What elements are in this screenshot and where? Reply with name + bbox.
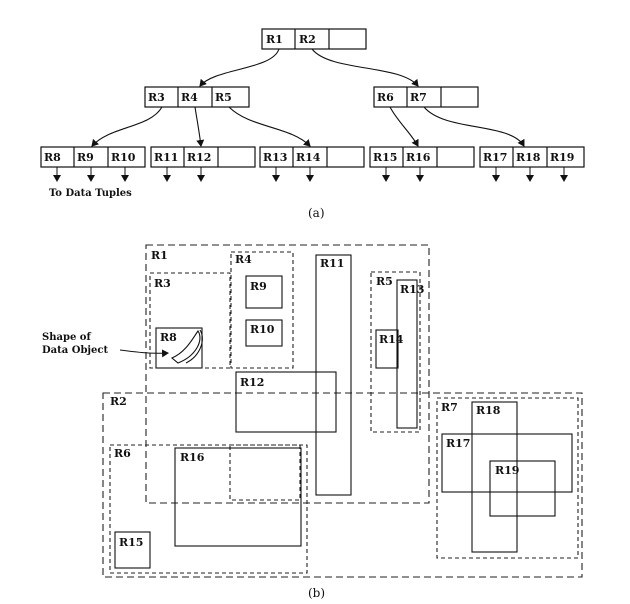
region-r18 — [471, 401, 518, 553]
region-r5 — [370, 271, 421, 433]
tree-entry-r4: R4 — [181, 91, 198, 104]
tree-entry-r6: R6 — [377, 91, 394, 104]
caption-a: (a) — [308, 206, 325, 220]
tree-leaf-node-1: R8 R9 R10 — [40, 146, 146, 168]
region-r16 — [174, 447, 302, 547]
tree-entry-r18: R18 — [516, 151, 541, 164]
region-rects — [102, 244, 583, 578]
tree-entry-r16: R16 — [406, 151, 431, 164]
label-r17: R17 — [446, 437, 470, 450]
region-r9 — [245, 275, 283, 309]
label-r14: R14 — [379, 333, 404, 346]
shape-note-line1: Shape of — [42, 332, 91, 343]
region-r12 — [235, 371, 337, 433]
label-r8: R8 — [160, 331, 177, 344]
region-r11 — [315, 254, 352, 496]
tree-entry-r2: R2 — [299, 33, 316, 46]
region-r17 — [441, 433, 573, 493]
label-r7: R7 — [441, 401, 458, 414]
tree-root-node: R1 R2 — [261, 28, 367, 50]
tree-leaf-node-3: R13 R14 — [259, 146, 365, 168]
label-r9: R9 — [250, 280, 267, 293]
region-r2 — [102, 392, 583, 578]
tree-entry-r3: R3 — [148, 91, 165, 104]
tree-entry-r5: R5 — [215, 91, 232, 104]
tree-entry-r1: R1 — [266, 33, 283, 46]
label-r11: R11 — [320, 257, 344, 270]
tree-entry-r10: R10 — [111, 151, 136, 164]
data-tuple-arrows — [53, 167, 568, 182]
tree-entry-r9: R9 — [77, 151, 94, 164]
data-object-shape — [170, 330, 201, 364]
tree-entry-r7: R7 — [410, 91, 427, 104]
region-r15 — [114, 531, 151, 569]
tree-entry-r14: R14 — [296, 151, 321, 164]
region-r13 — [396, 279, 418, 429]
tree-entry-r15: R15 — [373, 151, 397, 164]
region-r8 — [155, 327, 203, 369]
label-r2: R2 — [110, 395, 127, 408]
tree-entry-r17: R17 — [483, 151, 507, 164]
region-r4 — [230, 251, 294, 369]
tree-node-left: R3 R4 R5 — [144, 86, 250, 108]
label-r6: R6 — [114, 447, 131, 460]
label-r4: R4 — [235, 253, 252, 266]
tree-pointers — [91, 48, 525, 147]
data-tuples-note: To Data Tuples — [49, 188, 132, 199]
region-r3 — [149, 272, 231, 369]
label-r16: R16 — [180, 451, 205, 464]
label-r13: R13 — [400, 283, 424, 296]
label-r10: R10 — [250, 323, 275, 336]
shape-note-line2: Data Object — [42, 345, 109, 356]
label-r12: R12 — [240, 376, 264, 389]
label-r5: R5 — [376, 275, 393, 288]
tree-entry-r11: R11 — [154, 151, 178, 164]
tree-entry-r19: R19 — [550, 151, 574, 164]
caption-b: (b) — [308, 586, 325, 600]
tree-entry-r12: R12 — [187, 151, 211, 164]
region-r10 — [245, 319, 283, 347]
tree-node-right: R6 R7 — [373, 86, 479, 108]
tree-entry-r13: R13 — [263, 151, 287, 164]
shape-note-arrow — [119, 349, 169, 358]
data-object-outline — [185, 329, 203, 364]
label-r15: R15 — [119, 536, 143, 549]
tree-leaf-node-5: R17 R18 R19 — [479, 146, 585, 168]
region-r1 — [145, 244, 430, 504]
label-r18: R18 — [476, 404, 501, 417]
region-r7 — [436, 397, 579, 559]
label-r19: R19 — [495, 464, 519, 477]
label-r1: R1 — [151, 249, 168, 262]
region-r6 — [109, 444, 308, 574]
region-r14 — [375, 329, 399, 369]
tree-entry-r8: R8 — [44, 151, 61, 164]
region-labels: R1 R2 R3 R4 R5 R6 R7 R8 R9 R10 R11 R12 R… — [110, 249, 519, 549]
region-r16-dashed — [229, 444, 301, 501]
region-r19 — [489, 460, 556, 517]
tree-leaf-node-4: R15 R16 — [369, 146, 475, 168]
tree-leaf-node-2: R11 R12 — [150, 146, 256, 168]
label-r3: R3 — [154, 277, 171, 290]
